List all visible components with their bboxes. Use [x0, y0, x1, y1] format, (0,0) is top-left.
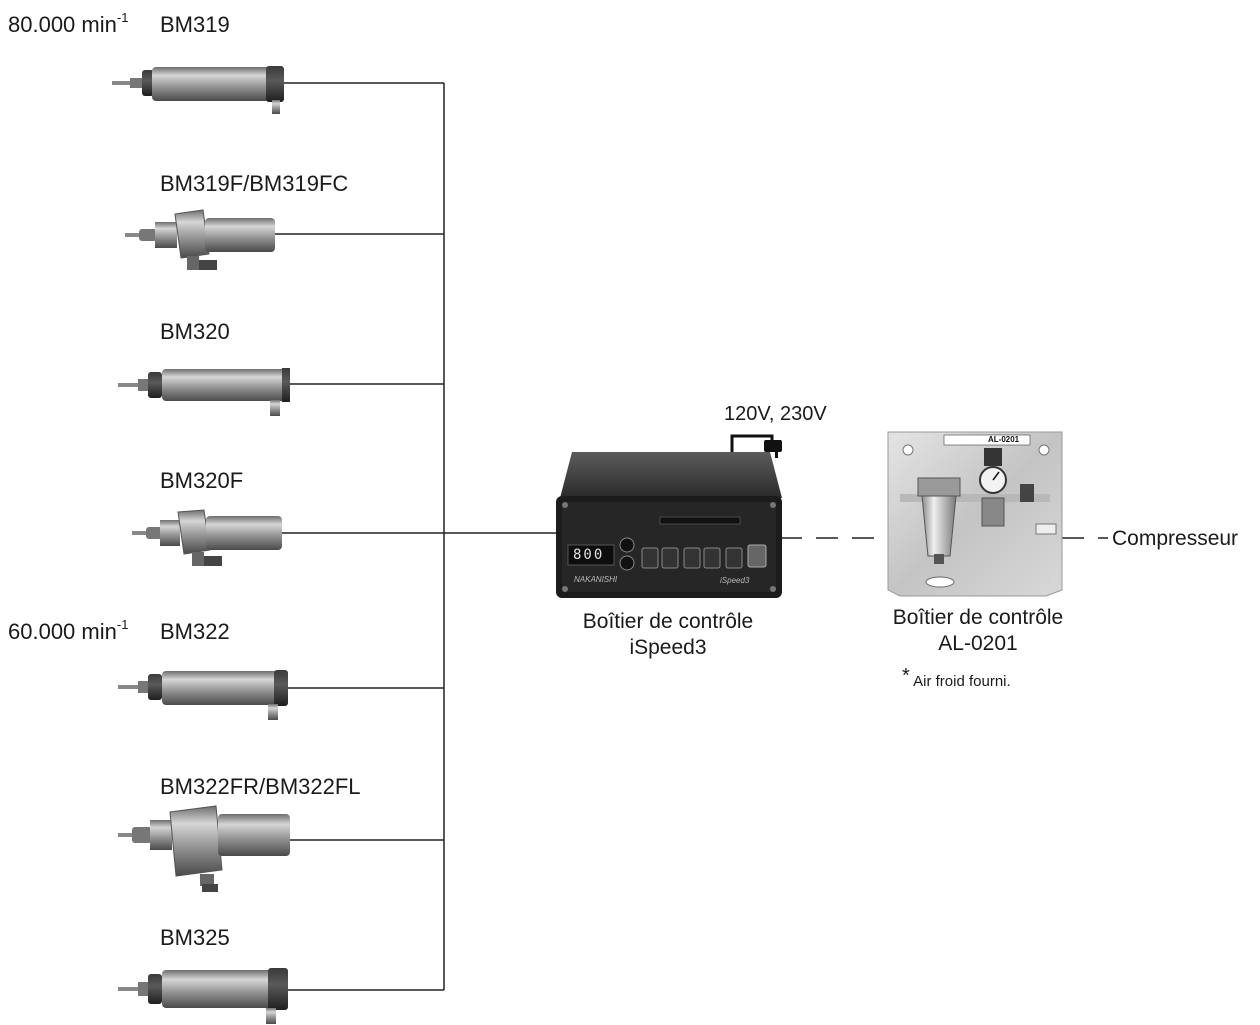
speed-high-exponent: -1 [116, 10, 129, 25]
motor-bm322-image [118, 670, 288, 720]
motor-label-bm325: BM325 [160, 925, 230, 950]
air-unit-image [887, 431, 1063, 597]
motor-label-bm319f: BM319F/BM319FC [160, 171, 349, 196]
speed-high-value: 80.000 min [8, 12, 117, 37]
motor-label-bm319: BM319 [160, 12, 230, 37]
motor-label-bm320f: BM320F [160, 468, 244, 493]
motor-bm320f-image [132, 509, 282, 566]
motor-bm319-image [112, 66, 284, 114]
motor-cables [275, 82, 556, 991]
control-unit-caption-line1: Boîtier de contrôle [582, 610, 754, 633]
speed-label-low: 60.000 min-1 [8, 618, 128, 644]
motor-label-bm322: BM322 [160, 619, 230, 644]
motor-bm325-image [118, 968, 288, 1024]
control-panel-model: iSpeed3 [720, 576, 750, 585]
air-unit-plate-label: AL-0201 [988, 435, 1020, 444]
control-unit-caption: Boîtier de contrôle iSpeed3 [560, 609, 776, 661]
air-unit-caption: Boîtier de contrôle AL-0201 [868, 605, 1088, 657]
control-panel-brand: NAKANISHI [574, 575, 618, 584]
speed-low-exponent: -1 [116, 617, 129, 632]
control-unit-caption-line2: iSpeed3 [629, 636, 707, 659]
speed-low-value: 60.000 min [8, 619, 117, 644]
air-unit-caption-line2: AL-0201 [938, 632, 1018, 655]
motor-bm320-image [118, 368, 290, 416]
control-display-value: 800 [573, 547, 605, 563]
motor-bm319f-image [125, 209, 275, 270]
motor-label-bm320: BM320 [160, 319, 230, 344]
note-text: Air froid fourni. [913, 673, 1011, 690]
air-unit-caption-line1: Boîtier de contrôle [892, 606, 1064, 629]
speed-label-high: 80.000 min-1 [8, 11, 128, 37]
motor-bm322fr-image [118, 805, 290, 892]
compressor-label: Compresseur [1112, 527, 1239, 550]
power-label: 120V, 230V [724, 403, 827, 425]
motor-label-bm322fr: BM322FR/BM322FL [160, 774, 361, 799]
air-unit-note: * Air froid fourni. [902, 666, 1011, 690]
note-asterisk: * [902, 665, 910, 687]
control-unit-image [556, 452, 782, 598]
